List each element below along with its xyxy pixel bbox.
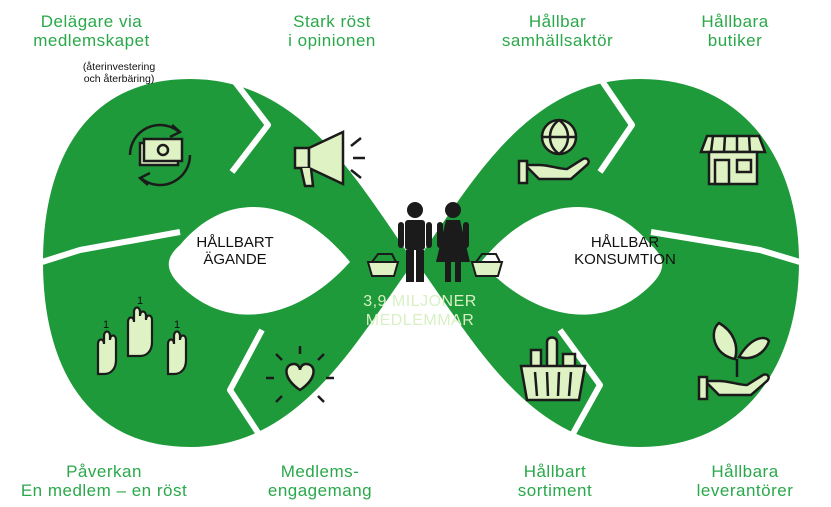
suppliers-label: Hållbara leverantörer [675, 462, 815, 500]
suppliers-label-line2: leverantörer [696, 481, 794, 500]
left-hub-line1: HÅLLBART [196, 234, 274, 251]
owner-label-line2: medlemskapet [33, 31, 150, 50]
hand-number: 1 [137, 295, 143, 307]
influence-label-line1: Påverkan [66, 462, 142, 481]
hand-number: 1 [103, 319, 109, 331]
stores-label-line2: butiker [707, 31, 763, 50]
members-count-line2: MEDLEMMAR [365, 312, 475, 329]
assortment-label-line1: Hållbart [523, 462, 587, 481]
right-hub-line2: KONSUMTION [574, 251, 676, 268]
owner-note-line2: och återbäring) [83, 73, 155, 85]
shopping-basket-icon [366, 253, 504, 277]
raised-hands-icon [96, 306, 188, 376]
store-icon [699, 134, 767, 186]
hand-number: 1 [174, 319, 180, 331]
right-hub-label: HÅLLBAR KONSUMTION [560, 234, 690, 268]
voice-label-line2: i opinionen [288, 31, 376, 50]
voice-label-line1: Stark röst [293, 12, 371, 31]
owner-note-line1: (återinvestering [82, 61, 156, 73]
members-count-line1: 3,9 MILJONER [363, 293, 477, 310]
engagement-label: Medlems- engagemang [250, 462, 390, 500]
stores-label: Hållbara butiker [670, 12, 800, 50]
influence-label-line2: En medlem – en röst [20, 481, 188, 500]
assortment-label: Hållbart sortiment [495, 462, 615, 500]
suppliers-label-line1: Hållbara [711, 462, 779, 481]
grocery-basket-icon [519, 336, 587, 402]
left-hub-line2: ÄGANDE [203, 251, 267, 268]
engagement-label-line1: Medlems- [280, 462, 360, 481]
globe-hand-icon [517, 118, 590, 185]
assortment-label-line2: sortiment [517, 481, 593, 500]
stores-label-line1: Hållbara [701, 12, 769, 31]
members-count: 3,9 MILJONER MEDLEMMAR [350, 292, 490, 330]
megaphone-icon [293, 130, 365, 188]
engagement-label-line2: engagemang [267, 481, 373, 500]
left-hub-label: HÅLLBART ÄGANDE [180, 234, 290, 268]
segment-dividers [41, 76, 801, 450]
people-icon [398, 202, 470, 282]
right-hub-line1: HÅLLBAR [590, 234, 660, 251]
voice-label: Stark röst i opinionen [262, 12, 402, 50]
right-hub [481, 206, 663, 315]
money-cycle-icon [128, 123, 192, 187]
society-label-line2: samhällsaktör [501, 31, 614, 50]
influence-label: Påverkan En medlem – en röst [4, 462, 204, 500]
society-label: Hållbar samhällsaktör [480, 12, 635, 50]
heart-icon [266, 346, 334, 403]
owner-label: Delägare via medlemskapet [4, 12, 179, 50]
owner-note: (återinvestering och återbäring) [64, 61, 174, 85]
owner-label-line1: Delägare via [40, 12, 143, 31]
plant-hand-icon [697, 321, 771, 401]
left-hub [168, 206, 350, 315]
society-label-line1: Hållbar [528, 12, 587, 31]
